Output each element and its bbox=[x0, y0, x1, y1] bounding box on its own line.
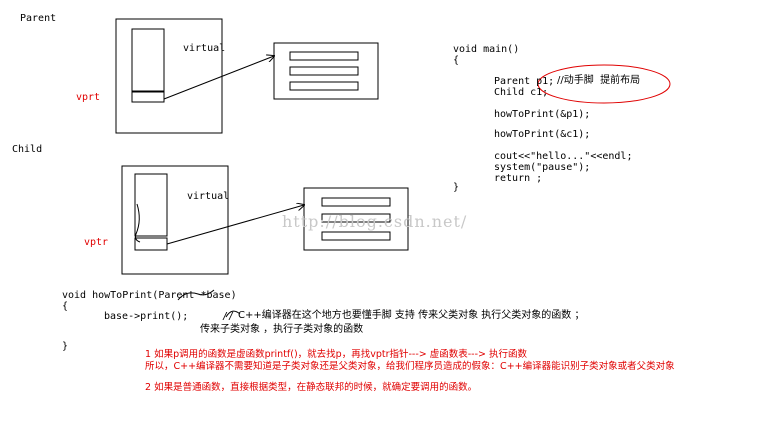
main-line-return: return ; bbox=[494, 173, 543, 184]
child-vptr-slot bbox=[134, 237, 168, 251]
parent-vptr-arrow bbox=[163, 56, 274, 100]
child-vtable-box bbox=[303, 187, 409, 251]
parent-vptr-slot bbox=[131, 91, 165, 103]
note-1-line-1: 1 如果p调用的函数是虚函数printf()，就去找p，再找vptr指针--->… bbox=[145, 349, 528, 360]
main-line-signature: void main() bbox=[453, 44, 520, 55]
child-label: Child bbox=[12, 144, 43, 155]
parent-vtable-entry-1 bbox=[289, 51, 359, 61]
func-call-print: base->print(); bbox=[104, 311, 189, 322]
annotation-ellipse bbox=[537, 64, 671, 104]
parent-member-block bbox=[131, 28, 165, 92]
func-close-brace: } bbox=[62, 341, 69, 352]
child-member-block bbox=[134, 173, 168, 237]
main-line-cout: cout<<"hello..."<<endl; bbox=[494, 151, 633, 162]
comment-scribble bbox=[225, 310, 241, 318]
main-line-comment: //动手脚 提前布局 bbox=[557, 75, 641, 86]
main-line-open-brace: { bbox=[453, 55, 460, 66]
parent-label: Parent bbox=[20, 13, 57, 24]
note-2: 2 如果是普通函数，直接根据类型，在静态联邦的时候，就确定要调用的函数。 bbox=[145, 382, 478, 393]
parent-vtable-entry-3 bbox=[289, 81, 359, 91]
func-signature: void howToPrint(Parent *base) bbox=[62, 290, 237, 301]
parent-vtable-box bbox=[273, 42, 379, 100]
parent-vtable-entry-2 bbox=[289, 66, 359, 76]
main-line-child-decl: Child c1; bbox=[494, 87, 549, 98]
child-vtable-entry-1 bbox=[321, 197, 391, 207]
child-vptr-arrow bbox=[166, 205, 304, 245]
main-line-close-brace: } bbox=[453, 182, 460, 193]
watermark: http://blog.csdn.net/ bbox=[282, 212, 468, 231]
main-line-call-c1: howToPrint(&c1); bbox=[494, 129, 591, 140]
func-comment-prefix: // bbox=[222, 311, 235, 322]
main-line-system: system("pause"); bbox=[494, 162, 591, 173]
child-vptr-label: vptr bbox=[84, 237, 109, 248]
main-line-parent-decl: Parent p1; bbox=[494, 76, 555, 87]
note-1-line-2: 所以，C++编译器不需要知道是子类对象还是父类对象，给我们程序员造成的假象：C+… bbox=[145, 361, 675, 372]
child-vtable-entry-2 bbox=[321, 213, 391, 223]
base-scribble bbox=[177, 289, 215, 301]
func-comment-line-1: C++编译器在这个地方也要懂手脚 支持 传来父类对象 执行父类对象的函数 ； bbox=[238, 310, 585, 321]
main-line-call-p1: howToPrint(&p1); bbox=[494, 109, 591, 120]
child-vtable-entry-3 bbox=[321, 231, 391, 241]
child-object-box bbox=[121, 165, 229, 275]
parent-vprt-label: vprt bbox=[76, 92, 101, 103]
func-comment-line-2: 传来子类对象 ，执行子类对象的函数 bbox=[200, 324, 364, 335]
child-virtual-label: virtual bbox=[187, 191, 230, 202]
func-open-brace: { bbox=[62, 301, 69, 312]
child-hand-drawn-mark bbox=[135, 203, 141, 243]
parent-virtual-label: virtual bbox=[183, 43, 226, 54]
